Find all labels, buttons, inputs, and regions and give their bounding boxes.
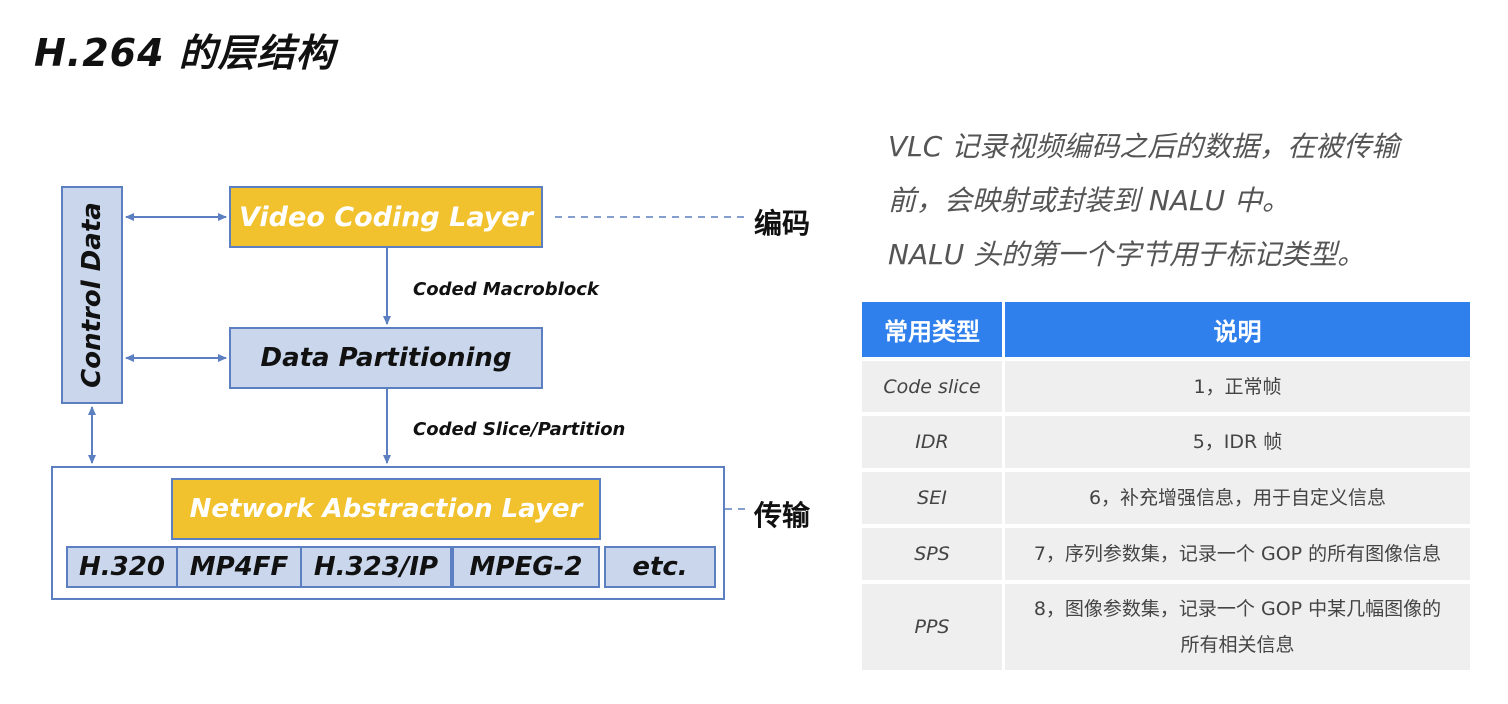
description-line-1: VLC 记录视频编码之后的数据，在被传输 [888, 130, 1400, 163]
row-desc: 5，IDR 帧 [1005, 416, 1470, 468]
nalu-type-table: 常用类型 说明 Code slice 1，正常帧 IDR 5，IDR 帧 SEI… [862, 302, 1470, 674]
row-desc: 1，正常帧 [1005, 361, 1470, 412]
row-desc: 8，图像参数集，记录一个 GOP 中某几幅图像的所有相关信息 [1005, 584, 1470, 670]
table-header-row: 常用类型 说明 [862, 302, 1470, 357]
row-desc: 6，补充增强信息，用于自定义信息 [1005, 472, 1470, 524]
coded-slice-label: Coded Slice/Partition [413, 419, 626, 440]
table-row: PPS 8，图像参数集，记录一个 GOP 中某几幅图像的所有相关信息 [862, 584, 1470, 670]
row-type: SEI [862, 472, 1002, 524]
data-partitioning-box: Data Partitioning [229, 327, 543, 389]
page-title: H.264 的层结构 [34, 31, 335, 75]
control-data-label: Control Data [77, 202, 108, 388]
protocol-h323-ip: H.323/IP [300, 546, 452, 588]
row-type: PPS [862, 584, 1002, 670]
protocol-mpeg2: MPEG-2 [452, 546, 600, 588]
table-row: Code slice 1，正常帧 [862, 361, 1470, 412]
table-row: SEI 6，补充增强信息，用于自定义信息 [862, 472, 1470, 524]
protocol-h320: H.320 [66, 546, 178, 588]
encode-label: 编码 [754, 207, 811, 240]
table-row: SPS 7，序列参数集，记录一个 GOP 的所有图像信息 [862, 528, 1470, 580]
protocol-mp4ff: MP4FF [176, 546, 302, 588]
header-desc: 说明 [1005, 302, 1470, 357]
protocol-etc: etc. [604, 546, 716, 588]
row-type: SPS [862, 528, 1002, 580]
description-line-3: NALU 头的第一个字节用于标记类型。 [888, 238, 1366, 271]
nalu-description: VLC 记录视频编码之后的数据，在被传输 前，会映射或封装到 NALU 中。 N… [888, 120, 1448, 282]
row-type: IDR [862, 416, 1002, 468]
coded-macroblock-label: Coded Macroblock [413, 279, 599, 300]
description-line-2: 前，会映射或封装到 NALU 中。 [888, 184, 1290, 217]
video-coding-layer-box: Video Coding Layer [229, 186, 543, 248]
network-abstraction-layer-box: Network Abstraction Layer [171, 478, 601, 540]
transfer-label: 传输 [754, 499, 811, 532]
header-type: 常用类型 [862, 302, 1002, 357]
table-row: IDR 5，IDR 帧 [862, 416, 1470, 468]
control-data-box: Control Data [61, 186, 123, 404]
row-desc: 7，序列参数集，记录一个 GOP 的所有图像信息 [1005, 528, 1470, 580]
row-type: Code slice [862, 361, 1002, 412]
